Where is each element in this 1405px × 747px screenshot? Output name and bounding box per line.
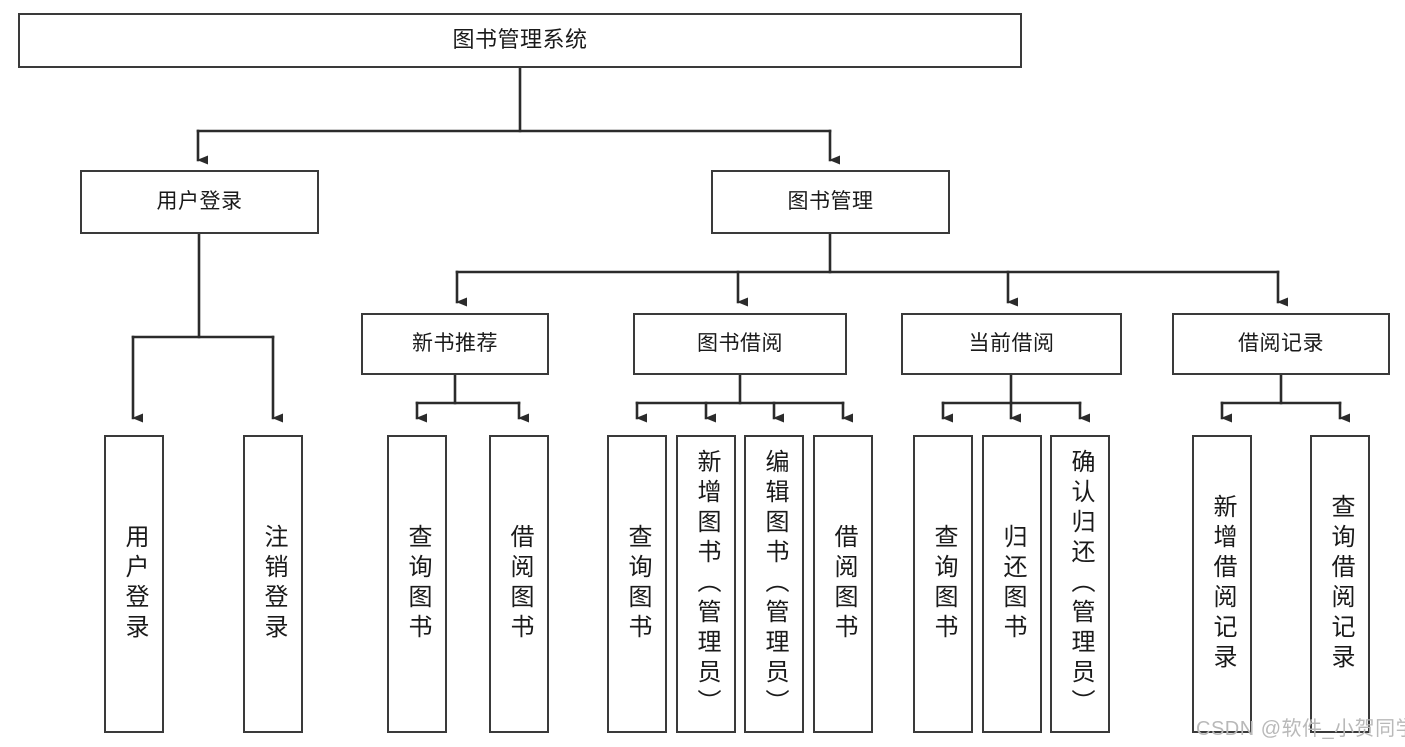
node-new-book-recommend[interactable]: 新书推荐: [361, 313, 549, 375]
leaf-logout-login[interactable]: 注销登录: [243, 435, 303, 733]
node-label: 新增图书（管理员）: [693, 449, 720, 719]
node-root-book-management-system[interactable]: 图书管理系统: [18, 13, 1022, 68]
node-label: 编辑图书（管理员）: [761, 449, 788, 719]
leaf-user-login[interactable]: 用户登录: [104, 435, 164, 733]
node-label: 查询图书: [404, 524, 431, 644]
node-label: 图书借阅: [697, 332, 783, 356]
leaf-confirm-return-admin[interactable]: 确认归还（管理员）: [1050, 435, 1110, 733]
node-label: 查询图书: [930, 524, 957, 644]
node-label: 当前借阅: [968, 332, 1055, 356]
node-label: 借阅记录: [1238, 332, 1324, 356]
leaf-return-book[interactable]: 归还图书: [982, 435, 1042, 733]
node-label: 注销登录: [260, 524, 287, 644]
csdn-watermark: CSDN @软件_小贺同学: [1196, 718, 1405, 740]
node-label: 新书推荐: [412, 332, 498, 356]
node-book-borrow[interactable]: 图书借阅: [633, 313, 847, 375]
node-label: 查询图书: [624, 524, 651, 644]
leaf-borrow-book-borrow[interactable]: 借阅图书: [813, 435, 873, 733]
node-label: 归还图书: [999, 524, 1026, 644]
node-book-manage[interactable]: 图书管理: [711, 170, 950, 234]
node-label: 图书管理系统: [452, 27, 588, 53]
node-label: 查询借阅记录: [1327, 494, 1354, 674]
node-label: 新增借阅记录: [1209, 494, 1236, 674]
node-label: 借阅图书: [830, 524, 857, 644]
leaf-add-borrow-record[interactable]: 新增借阅记录: [1192, 435, 1252, 733]
leaf-edit-book-admin[interactable]: 编辑图书（管理员）: [744, 435, 804, 733]
leaf-query-borrow-record[interactable]: 查询借阅记录: [1310, 435, 1370, 733]
leaf-add-book-admin[interactable]: 新增图书（管理员）: [676, 435, 736, 733]
node-label: 用户登录: [121, 524, 148, 644]
leaf-borrow-book-recommend[interactable]: 借阅图书: [489, 435, 549, 733]
leaf-query-book-current[interactable]: 查询图书: [913, 435, 973, 733]
node-borrow-record[interactable]: 借阅记录: [1172, 313, 1390, 375]
leaf-query-book-borrow[interactable]: 查询图书: [607, 435, 667, 733]
node-label: 确认归还（管理员）: [1067, 449, 1094, 719]
node-current-borrow[interactable]: 当前借阅: [901, 313, 1122, 375]
node-label: 用户登录: [156, 190, 243, 214]
node-label: 图书管理: [787, 190, 874, 214]
node-user-login[interactable]: 用户登录: [80, 170, 319, 234]
node-label: 借阅图书: [506, 524, 533, 644]
leaf-query-book-recommend[interactable]: 查询图书: [387, 435, 447, 733]
